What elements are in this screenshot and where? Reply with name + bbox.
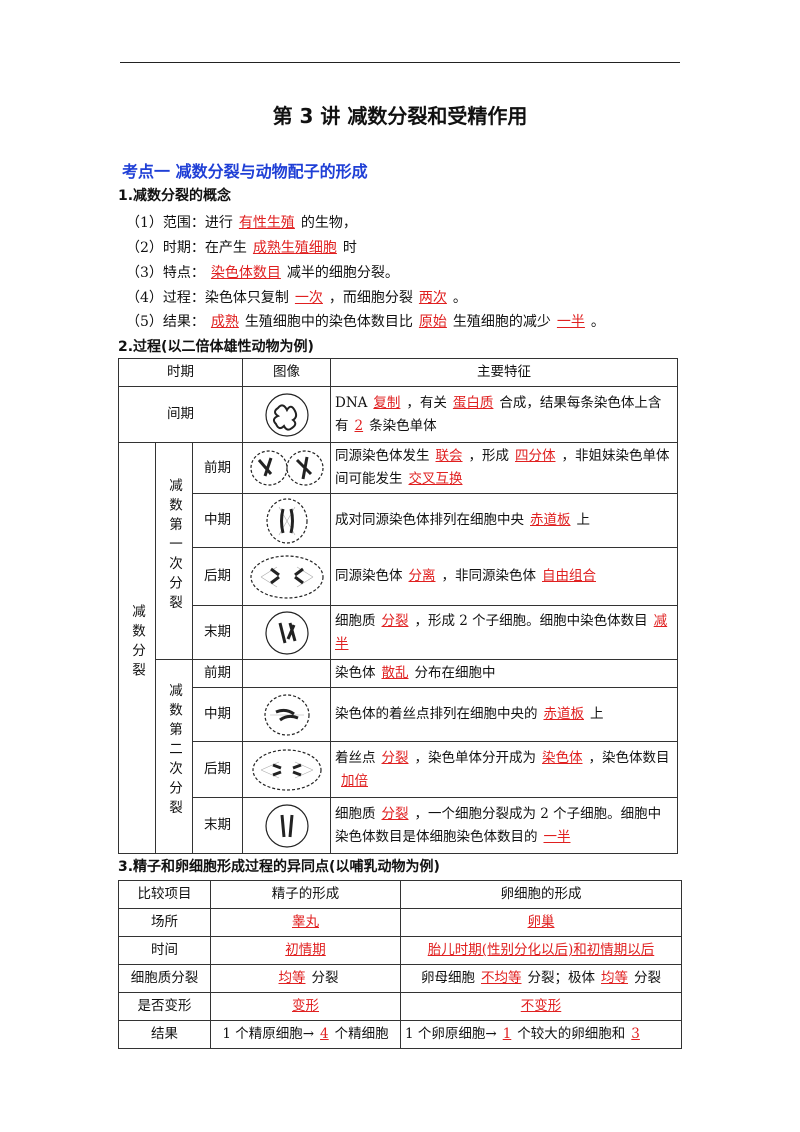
header-period: 时期 (118, 358, 243, 387)
phase-label: 末期 (192, 605, 243, 660)
concept-heading: 1.减数分裂的概念 (118, 188, 232, 204)
mii-anaphase-feature: 着丝点分裂，染色单体分开成为染色体，染色体数目加倍 (330, 741, 678, 798)
concept-item-4: （4）过程：染色体只复制一次，而细胞分裂两次。 (126, 290, 467, 306)
egg-cell: 卵巢 (400, 908, 682, 937)
sperm-cell: 睾丸 (210, 908, 401, 937)
mi-telophase-feature: 细胞质分裂，形成 2 个子细胞。细胞中染色体数目减半 (330, 605, 678, 660)
row-item: 时间 (118, 936, 211, 965)
phase-label: 后期 (192, 547, 243, 606)
mii-metaphase-image (242, 687, 331, 742)
sperm-cell: 变形 (210, 992, 401, 1021)
header-feature: 主要特征 (330, 358, 678, 387)
mii-telophase-image (242, 797, 331, 854)
row-item: 场所 (118, 908, 211, 937)
concept-item-5: （5）结果：成熟生殖细胞中的染色体数目比原始生殖细胞的减少一半。 (126, 314, 605, 330)
concept-item-1: （1）范围：进行有性生殖的生物， (126, 215, 357, 231)
phase-label: 前期 (192, 442, 243, 494)
egg-cell: 不变形 (400, 992, 682, 1021)
mi-anaphase-feature: 同源染色体分离，非同源染色体自由组合 (330, 547, 678, 606)
meiosis-i-label: 减数第一次分裂 (155, 442, 193, 660)
egg-cell: 卵母细胞不均等分裂；极体均等分裂 (400, 964, 682, 993)
mii-metaphase-feature: 染色体的着丝点排列在细胞中央的赤道板上 (330, 687, 678, 742)
egg-cell: 胎儿时期(性别分化以后)和初情期以后 (400, 936, 682, 965)
mi-anaphase-image (242, 547, 331, 606)
page-title: 第 3 讲 减数分裂和受精作用 (272, 104, 528, 128)
header-item: 比较项目 (118, 880, 211, 909)
mi-telophase-image (242, 605, 331, 660)
header-sperm: 精子的形成 (210, 880, 401, 909)
meiosis-label: 减数分裂 (118, 442, 156, 854)
concept-item-2: （2）时期：在产生成熟生殖细胞时 (126, 240, 357, 256)
row-item: 是否变形 (118, 992, 211, 1021)
mii-anaphase-image (242, 741, 331, 798)
phase-label: 前期 (192, 659, 243, 688)
interphase-cell-image (242, 386, 331, 443)
comparison-heading: 3.精子和卵细胞形成过程的异同点(以哺乳动物为例) (118, 859, 440, 875)
comparison-table: 比较项目 精子的形成 卵细胞的形成 场所 睾丸 卵巢 时间 初情期 胎儿时期(性… (118, 880, 682, 1049)
sperm-cell: 初情期 (210, 936, 401, 965)
phase-label: 后期 (192, 741, 243, 798)
concept-item-3: （3）特点：染色体数目减半的细胞分裂。 (126, 265, 399, 281)
header-image: 图像 (242, 358, 331, 387)
row-item: 细胞质分裂 (118, 964, 211, 993)
header-egg: 卵细胞的形成 (400, 880, 682, 909)
mii-prophase-image (242, 659, 331, 688)
phase-label: 中期 (192, 493, 243, 548)
mii-prophase-feature: 染色体散乱分布在细胞中 (330, 659, 678, 688)
interphase-label: 间期 (118, 386, 243, 443)
mi-metaphase-image (242, 493, 331, 548)
phase-label: 末期 (192, 797, 243, 854)
process-heading: 2.过程(以二倍体雄性动物为例) (118, 339, 314, 355)
mi-metaphase-feature: 成对同源染色体排列在细胞中央赤道板上 (330, 493, 678, 548)
section1-heading: 考点一 减数分裂与动物配子的形成 (122, 162, 368, 181)
sperm-cell: 均等分裂 (210, 964, 401, 993)
header-rule (120, 62, 680, 63)
phase-label: 中期 (192, 687, 243, 742)
row-item: 结果 (118, 1020, 211, 1049)
mi-prophase-feature: 同源染色体发生联会，形成四分体，非姐妹染色单体间可能发生交叉互换 (330, 442, 678, 494)
mii-telophase-feature: 细胞质分裂，一个细胞分裂成为 2 个子细胞。细胞中染色体数目是体细胞染色体数目的… (330, 797, 678, 854)
mi-prophase-image (242, 442, 331, 494)
meiosis-ii-label: 减数第二次分裂 (155, 659, 193, 854)
